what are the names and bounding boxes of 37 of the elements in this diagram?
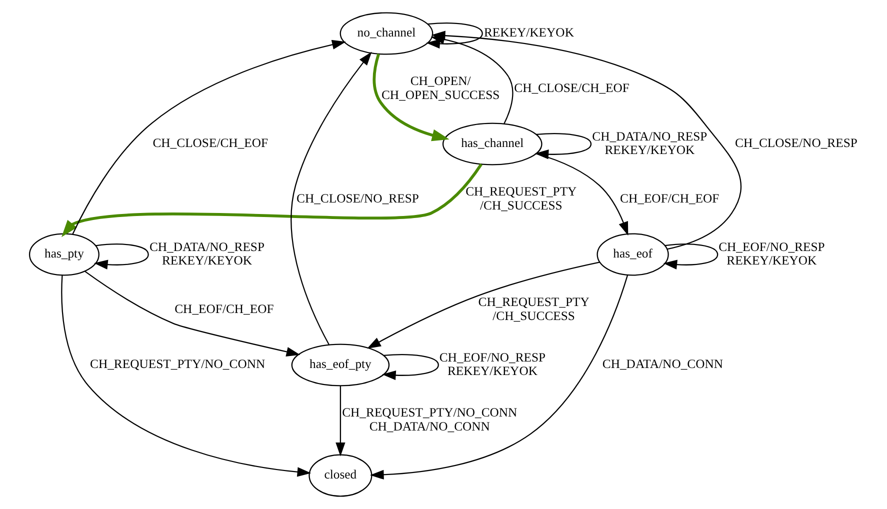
- edge-label: CH_CLOSE/NO_RESP: [734, 136, 857, 150]
- edge-label: CH_CLOSE/CH_EOF: [152, 136, 268, 150]
- edge-label: CH_EOF/NO_RESP REKEY/KEYOK: [718, 240, 824, 268]
- node-ellipse: has_pty: [28, 233, 99, 276]
- edge-label: CH_REQUEST_PTY /CH_SUCCESS: [465, 184, 576, 212]
- node-ellipse: has_eof_pty: [290, 344, 390, 386]
- arrow: [662, 244, 718, 270]
- arrow: [61, 163, 482, 238]
- edge-label: REKEY/KEYOK: [483, 26, 574, 40]
- edge-label: CH_EOF/CH_EOF: [174, 302, 274, 316]
- edge-label: CH_REQUEST_PTY /CH_SUCCESS: [478, 295, 589, 323]
- node-ellipse: has_eof: [596, 233, 668, 276]
- arrow: [372, 54, 449, 142]
- arrow: [382, 354, 438, 380]
- arrow: [84, 270, 300, 356]
- arrow: [335, 386, 345, 456]
- edge-label: CH_REQUEST_PTY/NO_CONN CH_DATA/NO_CONN: [342, 406, 517, 434]
- edge-label: CH_DATA/NO_RESP REKEY/KEYOK: [148, 240, 264, 268]
- edge-label: CH_EOF/CH_EOF: [620, 191, 719, 206]
- edge-label: CH_CLOSE/NO_RESP: [296, 191, 418, 206]
- arrow: [369, 275, 628, 480]
- arrow: [72, 40, 346, 234]
- edge-label: CH_DATA/NO_CONN: [602, 357, 723, 372]
- arrow: [366, 262, 600, 349]
- arrow: [426, 22, 482, 49]
- edge-label: CH_EOF/NO_RESP REKEY/KEYOK: [438, 350, 546, 378]
- arrow: [535, 153, 628, 236]
- node-ellipse: has_channel: [442, 122, 542, 166]
- edge-label: CH_REQUEST_PTY/NO_CONN: [90, 357, 265, 372]
- edge-label: CH_DATA/NO_RESP REKEY/KEYOK: [592, 129, 707, 158]
- edge-label: CH_OPEN/ CH_OPEN_SUCCESS: [381, 74, 500, 102]
- arrow: [93, 244, 148, 270]
- arrow: [60, 275, 311, 477]
- node-ellipse: no_channel: [339, 12, 433, 55]
- node-ellipse: closed: [308, 454, 372, 497]
- edge-label: CH_CLOSE/CH_EOF: [514, 80, 629, 95]
- arrow: [290, 52, 372, 345]
